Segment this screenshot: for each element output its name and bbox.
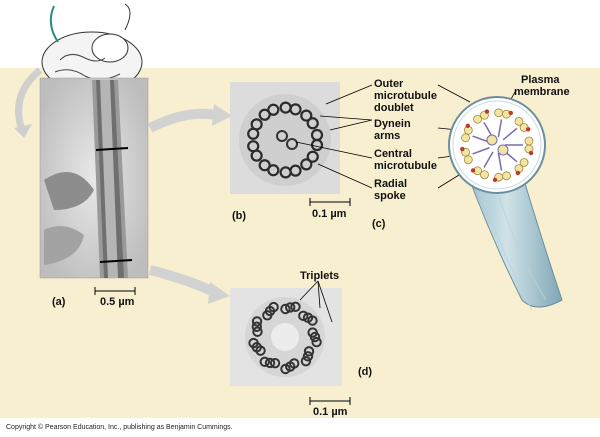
dynein-arm	[528, 150, 534, 156]
scale-bar-d	[309, 397, 351, 405]
d-triplet-tubule	[302, 351, 314, 362]
scale-label-d: 0.1 µm	[313, 406, 348, 418]
c-doublet-tubule	[514, 116, 524, 126]
radial-spoke	[472, 147, 490, 155]
cilium-diagram	[448, 96, 563, 311]
b-doublet-tubule	[267, 103, 280, 116]
label-plasma-1: Plasma	[521, 74, 560, 86]
c-doublet-ring	[460, 108, 534, 183]
micrograph-d	[230, 288, 342, 386]
c-doublet-tubule	[494, 108, 504, 118]
dynein-arm	[470, 168, 476, 173]
d-triplet-tubule	[264, 357, 276, 369]
label-central-2: microtubule	[374, 160, 437, 172]
label-radial-1: Radial	[374, 178, 408, 190]
dynein-arm	[508, 110, 513, 116]
label-central-1: Central	[374, 148, 412, 160]
label-outer-3: doublet	[374, 102, 414, 114]
b-doublet-tubule	[306, 150, 319, 163]
dynein-arm	[484, 109, 490, 114]
c-doublet-tubule	[463, 155, 473, 165]
dynein-arm	[515, 170, 521, 176]
micrograph-b	[230, 82, 340, 194]
radial-spoke	[502, 127, 518, 141]
d-triplet-ring	[248, 301, 322, 375]
d-triplet-tubule	[298, 310, 309, 322]
dynein-arm	[525, 127, 531, 132]
d-triplet-tubule	[259, 356, 270, 368]
scale-label-a: 0.5 µm	[100, 296, 135, 308]
label-triplets: Triplets	[300, 270, 340, 282]
d-triplet-tubule	[269, 357, 281, 369]
d-triplet-tubule	[285, 302, 296, 313]
label-dynein-1: Dynein	[374, 118, 411, 130]
dynein-arm	[465, 123, 470, 129]
d-triplet-tubule	[280, 303, 291, 315]
d-triplet-tubule	[248, 337, 259, 349]
a-to-b-arrow	[147, 108, 222, 133]
b-doublet-tubule	[300, 158, 313, 171]
d-triplet-tubule	[309, 331, 321, 343]
radial-spoke	[483, 151, 494, 168]
d-triplet-tubule	[252, 326, 263, 337]
d-triplet-tubule	[290, 301, 301, 312]
c-doublet-tubule	[473, 114, 482, 124]
b-doublet-tubule	[247, 140, 260, 153]
dynein-arm	[460, 146, 465, 152]
scale-bar-a	[94, 287, 136, 295]
copyright-text: Copyright © Pearson Education, Inc., pub…	[6, 424, 233, 431]
scale-label-b: 0.1 µm	[312, 208, 347, 220]
label-plasma-2: membrane	[514, 86, 570, 98]
b-doublet-tubule	[279, 166, 292, 179]
panel-label-a: (a)	[52, 296, 66, 308]
c-doublet-tubule	[480, 170, 489, 180]
c-doublet-tubule	[524, 136, 534, 146]
c-doublet-tubule	[519, 158, 529, 167]
cell-illustration	[41, 3, 143, 107]
b-doublet-tubule	[267, 164, 280, 177]
panel-label-b: (b)	[232, 210, 247, 222]
d-triplet-tubule	[251, 316, 263, 327]
micrograph-a	[39, 77, 149, 279]
b-doublet-ring	[247, 101, 324, 179]
panel-label-d: (d)	[358, 366, 373, 378]
c-doublet-tubule	[461, 133, 470, 143]
label-radial-2: spoke	[374, 190, 406, 202]
panel-label-c: (c)	[372, 218, 386, 230]
b-doublet-tubule	[258, 159, 271, 172]
d-triplet-tubule	[268, 301, 279, 313]
label-outer-2: microtubule	[374, 90, 437, 102]
d-triplet-tubule	[303, 346, 315, 357]
b-doublet-tubule	[250, 118, 263, 131]
d-triplet-tubule	[311, 336, 322, 348]
b-doublet-tubule	[258, 108, 271, 121]
label-dynein-2: arms	[374, 130, 401, 142]
radial-spoke	[497, 152, 503, 171]
d-triplet-tubule	[280, 363, 291, 375]
d-triplet-tubule	[307, 315, 318, 326]
b-doublet-tubule	[300, 109, 313, 122]
radial-spoke	[497, 119, 503, 138]
d-leader-lines	[299, 280, 333, 323]
dynein-arm	[492, 177, 498, 183]
b-doublet-tubule	[306, 117, 319, 130]
c-doublet-tubule	[502, 171, 511, 181]
a-to-d-arrow	[148, 265, 221, 299]
b-doublet-tubule	[289, 103, 302, 116]
label-outer-1: Outer	[374, 78, 404, 90]
d-triplet-tubule	[251, 321, 263, 332]
cell-to-a-arrow	[15, 67, 43, 132]
scale-bar-b	[309, 198, 351, 206]
d-triplet-tubule	[300, 356, 312, 367]
